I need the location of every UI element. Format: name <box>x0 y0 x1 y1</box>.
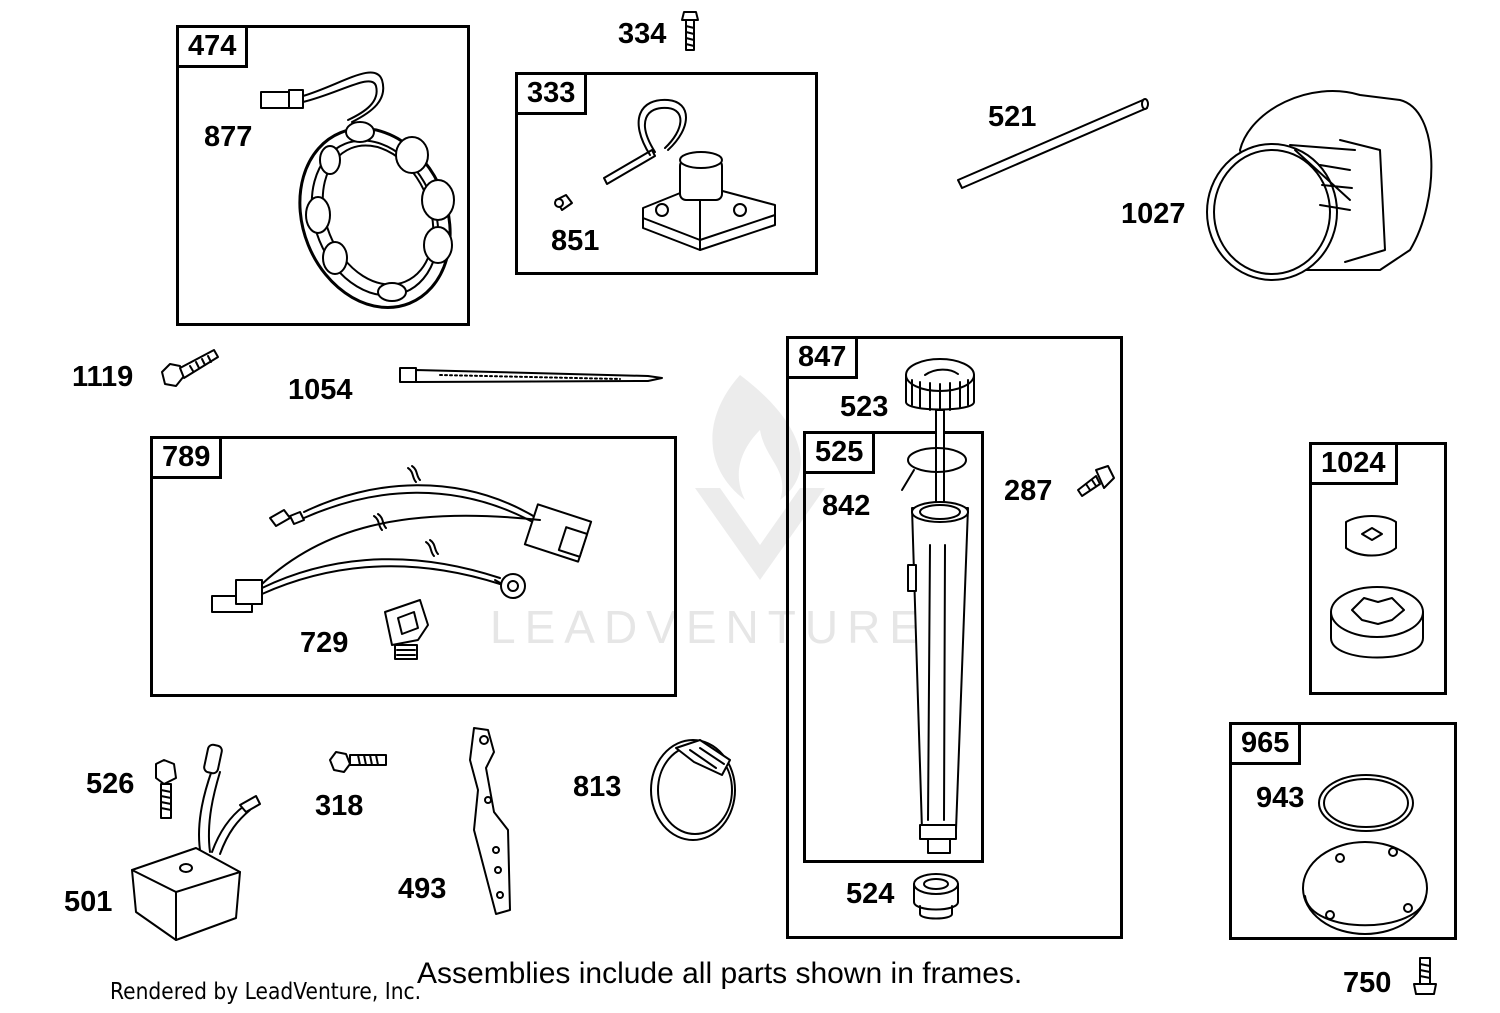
hose-clamp-drawing <box>650 739 736 841</box>
tube-521-drawing <box>957 98 1149 189</box>
callout-318: 318 <box>315 790 364 822</box>
frame-1024: 1024 <box>1309 442 1447 695</box>
callout-526: 526 <box>86 768 135 800</box>
frame-333: 333 <box>515 72 818 275</box>
callout-493: 493 <box>398 873 447 905</box>
frame-847: 847 <box>786 336 1123 939</box>
cable-tie-drawing <box>399 367 663 383</box>
callout-501: 501 <box>64 886 113 918</box>
callout-813: 813 <box>573 771 622 803</box>
frame-525: 525 <box>803 431 984 863</box>
callout-851: 851 <box>551 225 600 257</box>
dipstick-drawing <box>901 358 975 854</box>
callout-334: 334 <box>618 18 667 50</box>
bolt-1119-drawing <box>161 349 219 387</box>
callout-523: 523 <box>840 391 889 423</box>
frame-label: 333 <box>518 75 588 115</box>
frame-789: 789 <box>150 436 677 697</box>
rectifier-drawing <box>131 743 261 941</box>
screw-287-drawing <box>1077 465 1115 497</box>
bolt-526-drawing <box>155 759 177 819</box>
frame-label: 1024 <box>1312 445 1398 485</box>
frame-label: 847 <box>789 339 859 379</box>
screw-334-drawing <box>681 11 699 51</box>
watermark-text: LEADVENTURE <box>490 601 929 653</box>
frame-label: 525 <box>806 434 876 474</box>
callout-729: 729 <box>300 627 349 659</box>
callout-750: 750 <box>1343 967 1392 999</box>
screw-750-drawing <box>1413 957 1437 995</box>
ignition-coil-drawing <box>554 98 776 251</box>
frame-label: 474 <box>179 28 249 68</box>
callout-1027: 1027 <box>1121 198 1186 230</box>
frame-474: 474 <box>176 25 470 326</box>
callout-524: 524 <box>846 878 895 910</box>
alternator-stator-drawing <box>260 71 455 309</box>
callout-1119: 1119 <box>72 361 134 393</box>
callout-1054: 1054 <box>288 374 353 406</box>
callout-842: 842 <box>822 490 871 522</box>
bolt-318-drawing <box>329 751 387 773</box>
rendered-by-credit: Rendered by LeadVenture, Inc. <box>110 979 422 1005</box>
callout-877: 877 <box>204 121 253 153</box>
frame-label: 789 <box>153 439 223 479</box>
callout-943: 943 <box>1256 782 1305 814</box>
frame-965: 965 <box>1229 722 1457 940</box>
grommet-drawing <box>913 873 959 920</box>
gasket-plate-drawing <box>1302 774 1428 935</box>
wire-clip-drawing <box>384 599 429 660</box>
wire-harness-drawing <box>211 465 593 613</box>
bracket-drawing <box>469 727 511 915</box>
oil-filter-drawing <box>1206 90 1433 281</box>
callout-287: 287 <box>1004 475 1053 507</box>
frame-label: 965 <box>1232 725 1302 765</box>
assemblies-note: Assemblies include all parts shown in fr… <box>417 957 1023 990</box>
callout-521: 521 <box>988 101 1037 133</box>
oil-fill-adapter-drawing <box>1330 515 1424 659</box>
